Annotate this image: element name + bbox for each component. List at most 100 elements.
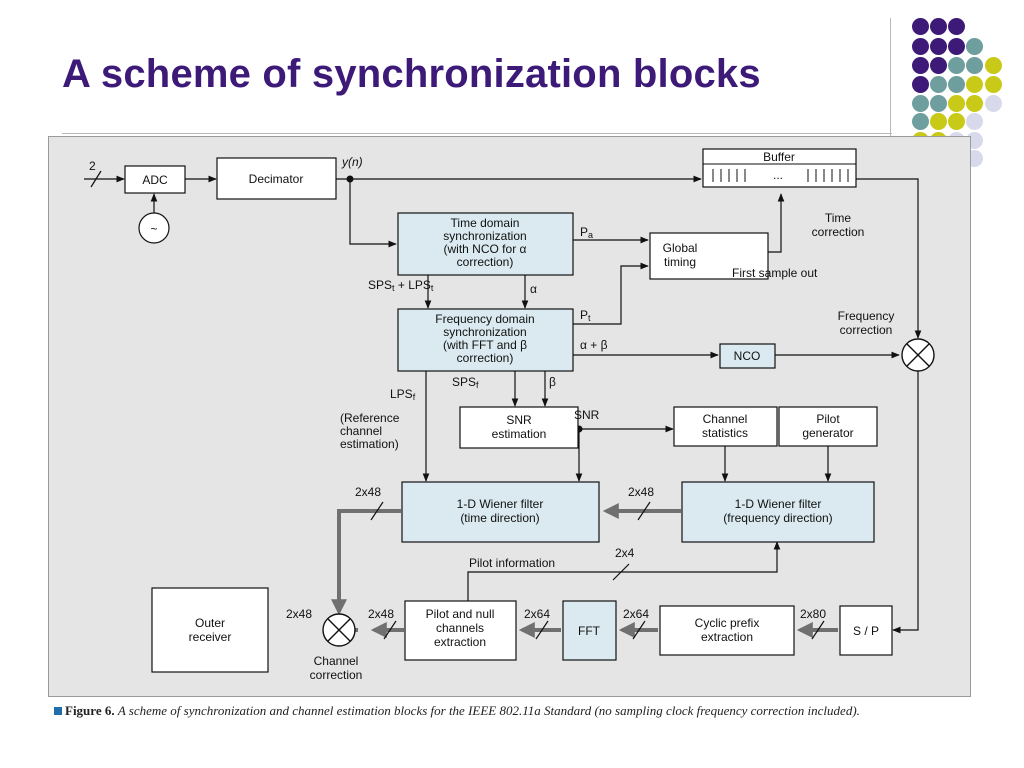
- lps-f-label: LPSf: [390, 387, 416, 402]
- dot: [930, 95, 947, 112]
- cyclic-prefix-line-1: Cyclic prefix: [695, 616, 760, 630]
- channel-mixer-icon: [322, 613, 356, 647]
- pilot-null-extraction-block: [404, 600, 517, 661]
- dot: [930, 38, 947, 55]
- sps-lps-t-label: SPSt + LPSt: [368, 278, 434, 293]
- wiener-time-line-1: 1-D Wiener filter: [457, 497, 544, 511]
- sps-t-main: SPS: [368, 278, 392, 292]
- sps-f-main: SPS: [452, 375, 476, 389]
- dot: [985, 57, 1002, 74]
- adc-label: ADC: [142, 173, 168, 187]
- dot: [948, 95, 965, 112]
- channel-statistics-line-1: Channel: [703, 412, 748, 426]
- dot: [966, 76, 983, 93]
- caption-marker: [54, 707, 62, 715]
- divider-horizontal: [62, 133, 892, 134]
- pt-label: Pt: [580, 308, 591, 323]
- nco-label: NCO: [734, 349, 761, 363]
- cyclic-prefix-line-2: extraction: [701, 630, 753, 644]
- bus-width-fft-out: 2x64: [524, 607, 550, 621]
- dot: [912, 18, 929, 35]
- sps-f-label: SPSf: [452, 375, 479, 390]
- lps-t-sub: t: [431, 283, 434, 293]
- dot: [966, 113, 983, 130]
- wiener-frequency-line-1: 1-D Wiener filter: [735, 497, 822, 511]
- slide-title: A scheme of synchronization blocks: [62, 52, 761, 96]
- global-timing-line-2: timing: [664, 255, 696, 269]
- channel-statistics-block: [673, 406, 778, 447]
- dot: [948, 38, 965, 55]
- frequency-mixer-icon: [901, 338, 935, 372]
- pa-main: P: [580, 225, 588, 239]
- buffer-label: Buffer: [763, 150, 795, 164]
- channel-correction-line-2: correction: [310, 668, 363, 682]
- pt-sub: t: [588, 313, 591, 323]
- serial-parallel-label: S / P: [853, 624, 879, 638]
- wiener-frequency-line-2: (frequency direction): [723, 511, 832, 525]
- lps-f-sub: f: [413, 392, 416, 402]
- wiener-frequency-block: [681, 481, 875, 543]
- snr-label: SNR: [574, 408, 600, 422]
- wiener-time-block: [401, 481, 600, 543]
- figure-caption: Figure 6. A scheme of synchronization an…: [54, 703, 974, 719]
- dot: [930, 76, 947, 93]
- outer-receiver-line-1: Outer: [195, 616, 225, 630]
- dot: [966, 57, 983, 74]
- dot: [930, 18, 947, 35]
- block-diagram: ADC Decimator Buffer ... ~ Time domain s…: [84, 148, 935, 682]
- frequency-correction-line-2: correction: [840, 323, 893, 337]
- reference-note-line-3: estimation): [340, 437, 399, 451]
- dot: [930, 113, 947, 130]
- dot: [948, 113, 965, 130]
- pa-label: Pa: [580, 225, 593, 240]
- time-correction-line-2: correction: [812, 225, 865, 239]
- freq-sync-line-2: synchronization: [443, 325, 526, 339]
- sps-t-sub: t: [392, 283, 395, 293]
- buffer-dots: ...: [773, 168, 783, 182]
- dot: [912, 57, 929, 74]
- beta-label: β: [549, 375, 556, 389]
- sps-f-sub: f: [476, 380, 479, 390]
- input-width-label: 2: [89, 159, 96, 173]
- time-correction-line-1: Time: [825, 211, 852, 225]
- bus-width-2x4: 2x4: [615, 546, 635, 560]
- dot: [912, 38, 929, 55]
- pilot-null-line-2: channels: [436, 621, 484, 635]
- outer-receiver-block: [151, 587, 269, 673]
- freq-sync-line-3: (with FFT and β: [443, 338, 527, 352]
- pilot-generator-line-2: generator: [802, 426, 853, 440]
- time-sync-line-4: correction): [457, 255, 514, 269]
- snr-estimation-line-1: SNR: [506, 413, 532, 427]
- global-timing-line-1: Global: [663, 241, 698, 255]
- pilot-generator-block: [778, 406, 878, 447]
- time-sync-line-3: (with NCO for α: [444, 242, 527, 256]
- outer-receiver-line-2: receiver: [189, 630, 232, 644]
- time-sync-line-1: Time domain: [451, 216, 520, 230]
- serial-parallel-block: [839, 605, 893, 656]
- channel-statistics-line-2: statistics: [702, 426, 748, 440]
- dot: [912, 95, 929, 112]
- caption-text: A scheme of synchronization and channel …: [117, 703, 860, 718]
- time-sync-block: [397, 212, 574, 276]
- oscillator-icon: [138, 212, 170, 244]
- first-sample-out-label: First sample out: [732, 266, 818, 280]
- junction-dot: [346, 175, 354, 183]
- pilot-null-line-3: extraction: [434, 635, 486, 649]
- decimator-label: Decimator: [249, 172, 304, 186]
- dot: [985, 95, 1002, 112]
- pt-main: P: [580, 308, 588, 322]
- dot: [948, 57, 965, 74]
- dot: [930, 57, 947, 74]
- bus-width-wiener-time: 2x48: [355, 485, 381, 499]
- dot: [966, 95, 983, 112]
- freq-sync-line-4: correction): [457, 351, 514, 365]
- fft-block: [562, 600, 617, 661]
- bus-width-sp-out: 2x80: [800, 607, 826, 621]
- channel-correction-line-1: Channel: [314, 654, 359, 668]
- dot: [912, 113, 929, 130]
- lps-t-main: + LPS: [395, 278, 431, 292]
- adc-block: [124, 165, 186, 194]
- dot: [912, 76, 929, 93]
- global-timing-block: [649, 232, 769, 280]
- dot: [948, 18, 965, 35]
